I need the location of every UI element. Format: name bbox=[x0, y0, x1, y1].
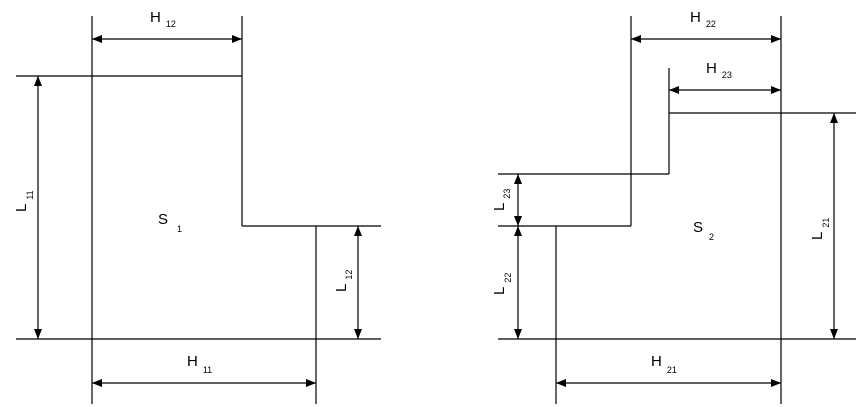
label-L12: L12 bbox=[333, 270, 354, 292]
label-S2: S2 bbox=[693, 219, 714, 242]
label-L11: L11 bbox=[13, 190, 35, 212]
label-L21: L21 bbox=[809, 218, 831, 240]
svg-text:L21: L21 bbox=[809, 218, 831, 240]
svg-text:L22: L22 bbox=[491, 273, 513, 295]
svg-text:L23: L23 bbox=[491, 189, 512, 211]
label-L22: L22 bbox=[491, 273, 513, 295]
label-L23: L23 bbox=[491, 189, 512, 211]
svg-text:L11: L11 bbox=[13, 190, 35, 212]
svg-text:L12: L12 bbox=[333, 270, 354, 292]
label-S1: S1 bbox=[158, 211, 182, 234]
